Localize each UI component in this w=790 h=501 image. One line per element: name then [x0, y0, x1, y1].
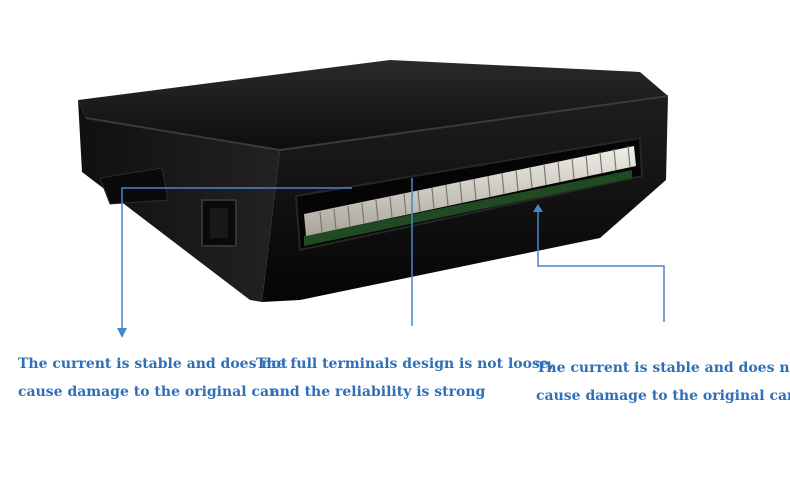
device-top-face: [78, 60, 668, 150]
callout-lines: [121, 178, 665, 330]
callout-right: The current is stable and does not cause…: [536, 354, 790, 410]
arrow-up-icon: [533, 204, 543, 212]
pcb-strip: [304, 170, 632, 246]
callout-middle-line1: The full terminals design is not loose,: [256, 356, 554, 372]
callout-left-line2: cause damage to the original car: [18, 384, 277, 400]
callout-line-left: [121, 187, 352, 330]
arrow-down-icon: [117, 328, 127, 338]
device-left-face: [78, 100, 280, 302]
callout-right-line1: The current is stable and does not: [536, 360, 790, 376]
side-slot: [99, 167, 169, 205]
callout-line-right: [537, 208, 665, 322]
callout-left: The current is stable and does not cause…: [18, 350, 288, 406]
callout-left-line1: The current is stable and does not: [18, 356, 288, 372]
callout-middle: The full terminals design is not loose, …: [256, 350, 554, 406]
terminal-pins: [304, 145, 636, 236]
callout-middle-line2: and the reliability is strong: [270, 384, 486, 400]
callout-right-line2: cause damage to the original car: [536, 388, 790, 404]
